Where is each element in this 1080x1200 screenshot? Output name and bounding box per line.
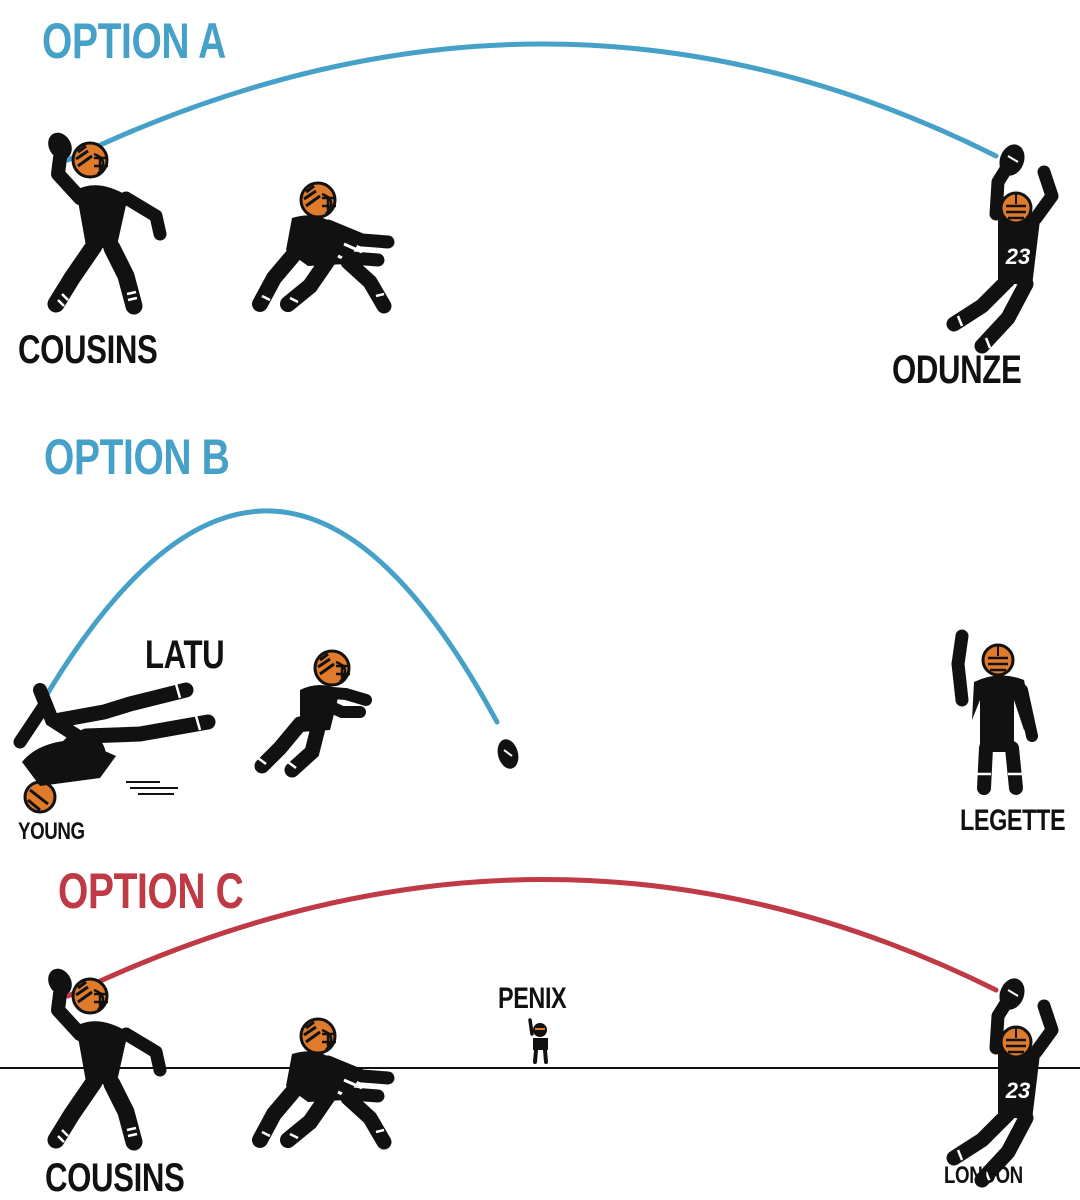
option-a-passer-label: COUSINS: [18, 328, 158, 372]
option-b-title: OPTION B: [44, 429, 230, 485]
option-c-pass-arc: [65, 877, 999, 999]
option-b-rusher-label: LATU: [145, 633, 225, 677]
quarterback-throwing-icon: [43, 128, 160, 306]
option-b-receiver-label: LEGETTE: [960, 804, 1066, 837]
blocking-lineman-icon: [260, 183, 388, 306]
option-c-passer-label: COUSINS: [45, 1156, 185, 1200]
football-icon: [497, 739, 519, 769]
jumping-receiver-icon: [954, 975, 1052, 1182]
option-c-title: OPTION C: [58, 863, 244, 919]
option-a-title: OPTION A: [42, 13, 226, 69]
pass-rusher-icon: [254, 649, 372, 778]
option-b-passer-label: YOUNG: [18, 818, 85, 845]
quarterback-throwing-icon: [43, 964, 160, 1142]
small-waving-player-icon: [528, 1018, 548, 1064]
option-a-receiver-label: ODUNZE: [892, 348, 1022, 392]
tackled-quarterback-icon: [13, 682, 216, 814]
option-c-bench-label: PENIX: [498, 982, 567, 1015]
jumping-receiver-icon: [954, 141, 1052, 348]
blocking-lineman-icon: [260, 1019, 388, 1142]
option-c-receiver-label: LONDON: [944, 1162, 1023, 1189]
option-a-pass-arc: [65, 41, 999, 163]
waving-receiver-icon: [951, 629, 1038, 795]
option-b-pass-arc: [19, 508, 500, 741]
